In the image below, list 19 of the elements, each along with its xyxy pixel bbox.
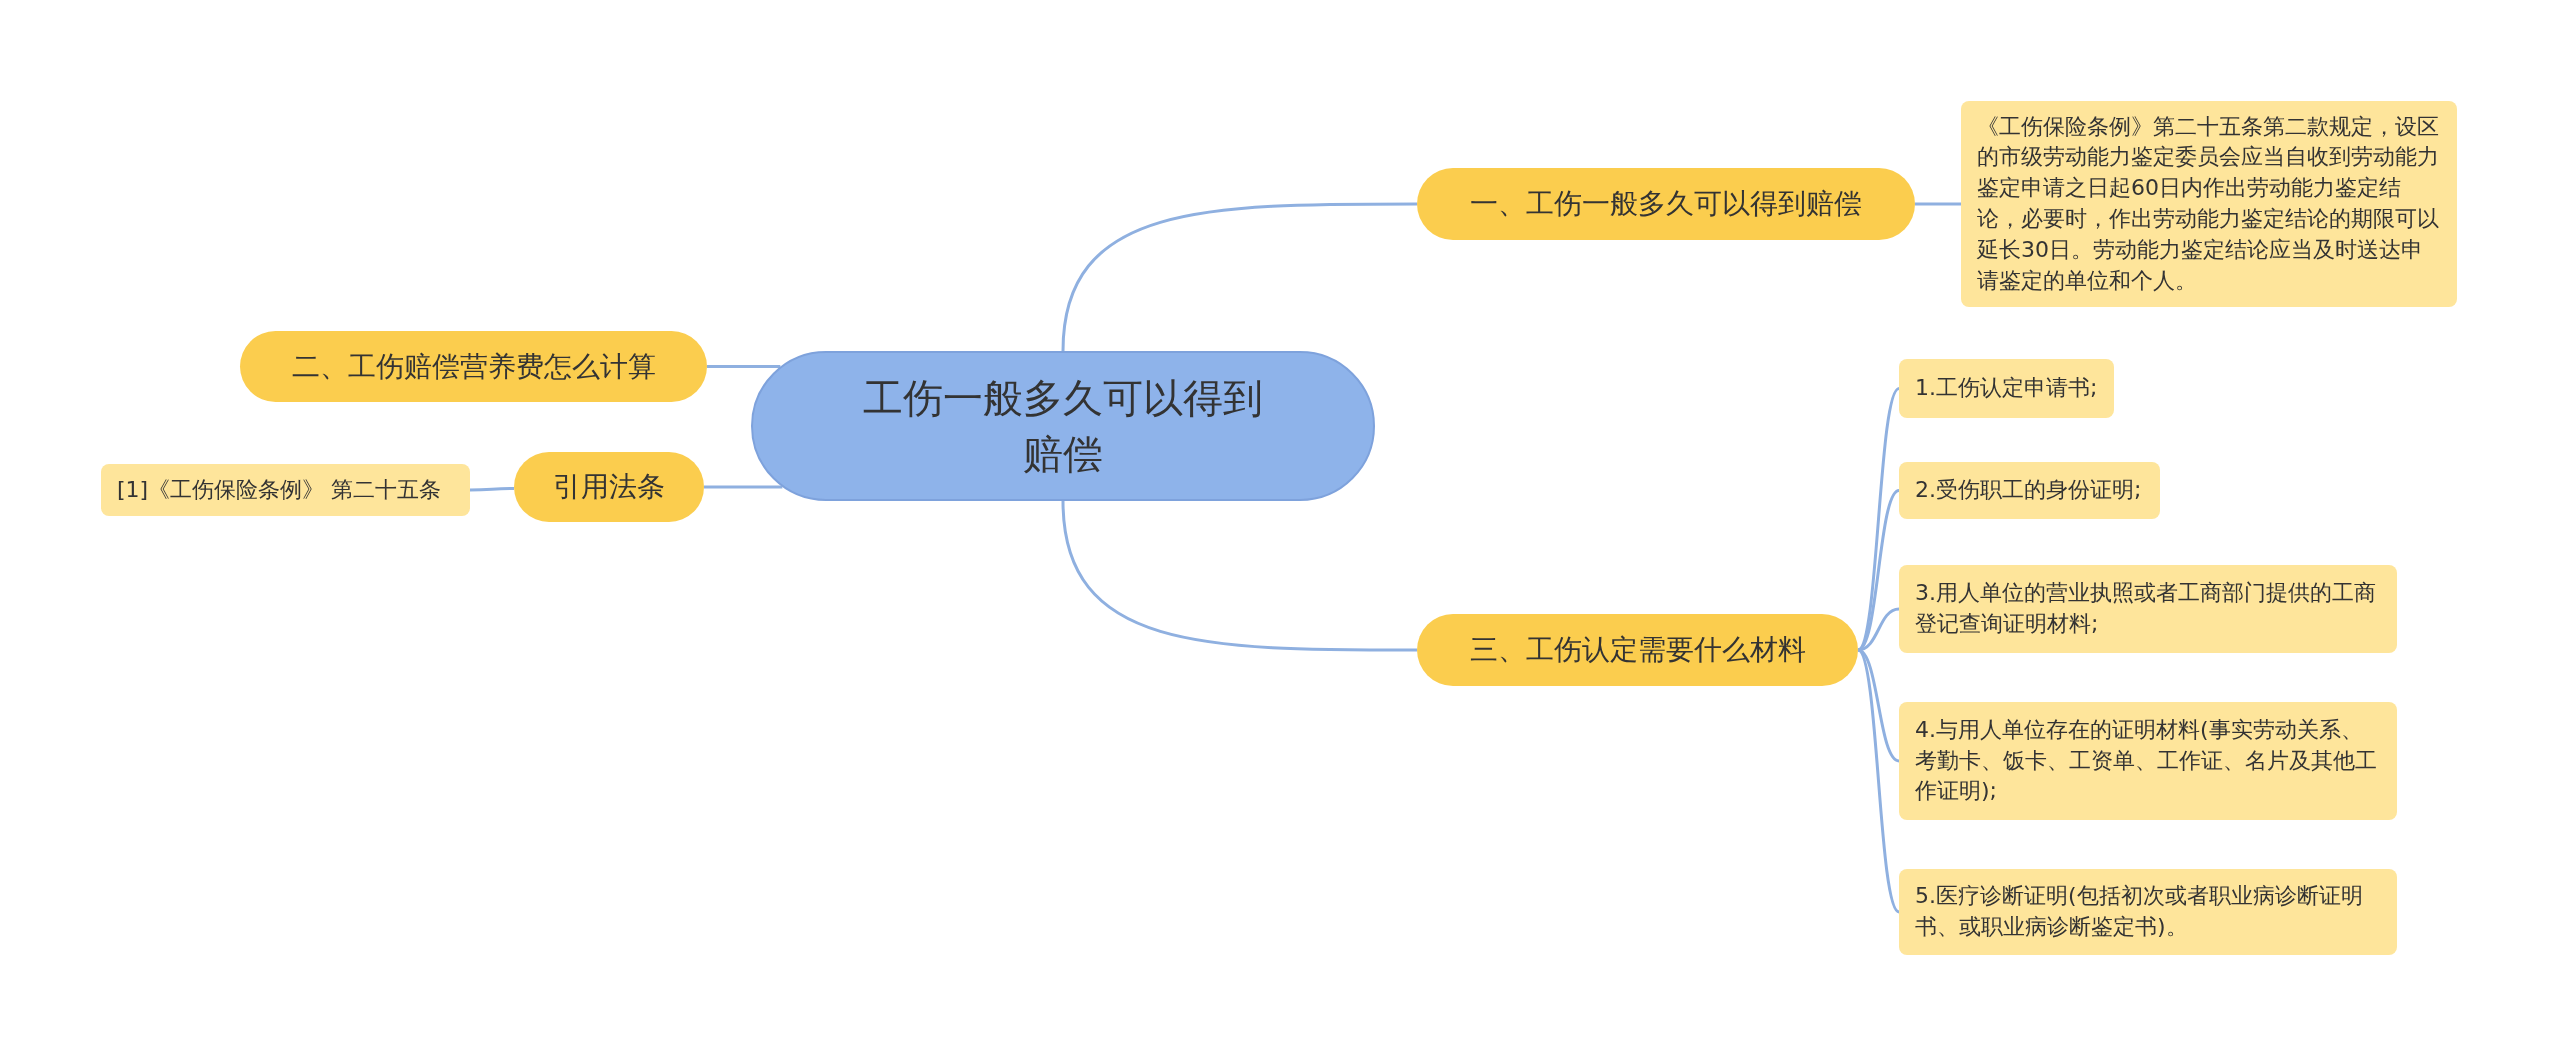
connector-line [707, 365, 781, 368]
topic-box: 一、工伤一般多久可以得到赔偿 [1417, 168, 1915, 240]
topic-box: 二、工伤赔偿营养费怎么计算 [240, 331, 707, 402]
connector-line [1915, 202, 1961, 206]
note-box: 4.与用人单位存在的证明材料(事实劳动关系、考勤卡、饭卡、工资单、工作证、名片及其他工作证明); [1899, 702, 2397, 820]
note-box: 1.工伤认定申请书; [1899, 359, 2114, 418]
connector-line [1856, 649, 1901, 913]
note-box: 《工伤保险条例》第二十五条第二款规定，设区的市级劳动能力鉴定委员会应当自收到劳动能力鉴定申请之日起60日内作出劳动能力鉴定结论，必要时，作出劳动能力鉴定结论的期限可以延长30日。劳动能力鉴定结论应当及时送达申请鉴定的单位和个人。 [1961, 101, 2457, 307]
topic-box: 引用法条 [514, 452, 704, 522]
note-box: 5.医疗诊断证明(包括初次或者职业病诊断证明书、或职业病诊断鉴定书)。 [1899, 869, 2397, 955]
note-box: [1]《工伤保险条例》 第二十五条 [101, 464, 470, 516]
note-box: 3.用人单位的营业执照或者工商部门提供的工商登记查询证明材料; [1899, 565, 2397, 653]
connector-line [704, 485, 783, 489]
connector-line [1061, 202, 1417, 352]
topic-box: 三、工伤认定需要什么材料 [1417, 614, 1858, 686]
note-box: 2.受伤职工的身份证明; [1899, 462, 2160, 519]
connector-line [1061, 500, 1417, 652]
connector-line [470, 487, 515, 492]
central-topic: 工伤一般多久可以得到赔偿 [751, 351, 1375, 501]
